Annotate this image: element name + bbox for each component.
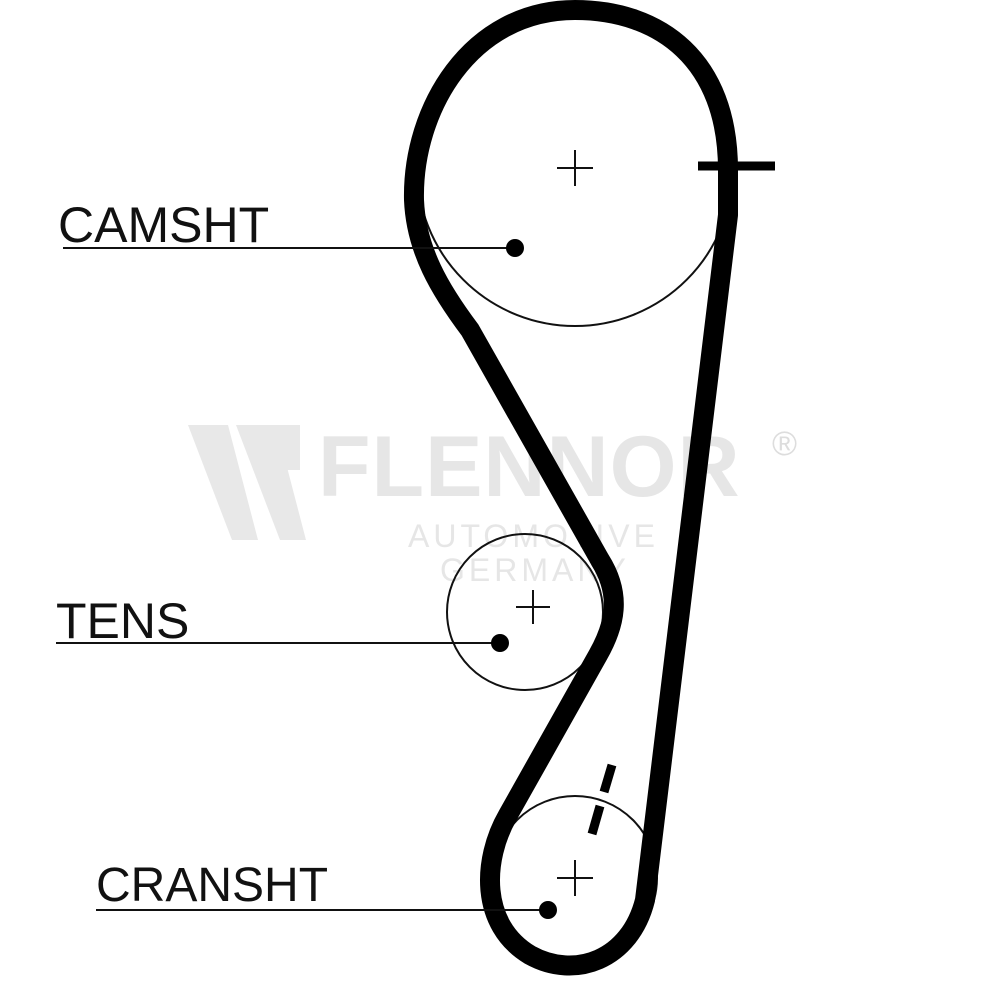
crankshaft-leader-dot <box>539 901 557 919</box>
watermark-registered-mark: ® <box>772 425 798 463</box>
crankshaft-timing-mark <box>587 763 617 836</box>
tensioner-pulley <box>446 533 604 691</box>
camshaft-center-cross <box>557 150 593 186</box>
tensioner-label: TENS <box>56 593 190 649</box>
tensioner-center-cross <box>516 590 550 624</box>
timing-belt <box>403 0 738 976</box>
camshaft-label: CAMSHT <box>58 197 270 253</box>
watermark-line-1: AUTOMOTIVE <box>408 518 659 554</box>
camshaft-leader-dot <box>506 239 524 257</box>
tensioner-leader-dot <box>491 634 509 652</box>
crankshaft-label: CRANSHT <box>96 859 329 912</box>
crankshaft-center-cross <box>557 860 593 896</box>
flennor-w-logo-icon <box>188 425 306 540</box>
